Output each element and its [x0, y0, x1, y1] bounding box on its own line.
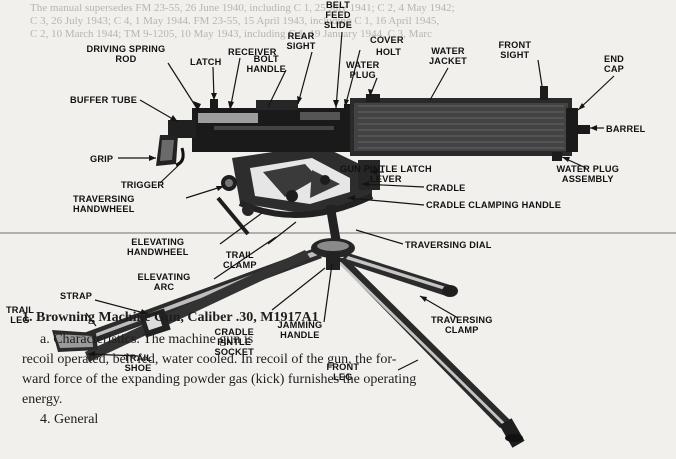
- body-line: 4. General: [40, 412, 99, 427]
- label-receiver: RECEIVER: [228, 47, 277, 57]
- label-cover: COVER: [370, 35, 404, 45]
- body-line: recoil operated, belt fed, water cooled.…: [22, 352, 397, 367]
- label-cradle: CRADLE: [426, 183, 466, 193]
- label-grip: GRIP: [90, 154, 114, 164]
- label-trigger: TRIGGER: [121, 180, 165, 190]
- body-line: energy.: [22, 392, 63, 407]
- background-text-line: C 2, 10 March 1944; TM 9-1205, 10 May 19…: [30, 28, 432, 40]
- body-line: ward force of the expanding powder gas (…: [22, 372, 417, 387]
- front-leg: [334, 258, 525, 448]
- water-jacket: [350, 86, 590, 161]
- tripod-head: [311, 238, 355, 270]
- receiver: [192, 99, 360, 152]
- background-text-line: C 3, 26 July 1943; C 4, 1 May 1944. FM 2…: [30, 15, 440, 27]
- body-line: a. Characteristics. The machine gun is: [40, 332, 254, 347]
- section-heading: 1. Browning Machine Gun, Caliber .30, M1…: [22, 310, 319, 325]
- background-text-line: The manual supersedes FM 23-55, 26 June …: [30, 2, 455, 14]
- label-strap: STRAP: [60, 291, 93, 301]
- label-holt: HOLT: [376, 47, 402, 57]
- grip-assembly: [156, 120, 196, 167]
- trail-legs: [52, 248, 322, 362]
- leader-arrowheads: [88, 89, 597, 357]
- label-buffer-tube: BUFFER TUBE: [70, 95, 138, 105]
- cradle: [216, 145, 380, 241]
- label-latch: LATCH: [190, 57, 222, 67]
- side-leg: [342, 252, 458, 297]
- label-barrel: BARREL: [606, 124, 646, 134]
- label-cradle-clamping-handle: CRADLE CLAMPING HANDLE: [426, 200, 562, 210]
- label-traversing-dial: TRAVERSING DIAL: [405, 240, 492, 250]
